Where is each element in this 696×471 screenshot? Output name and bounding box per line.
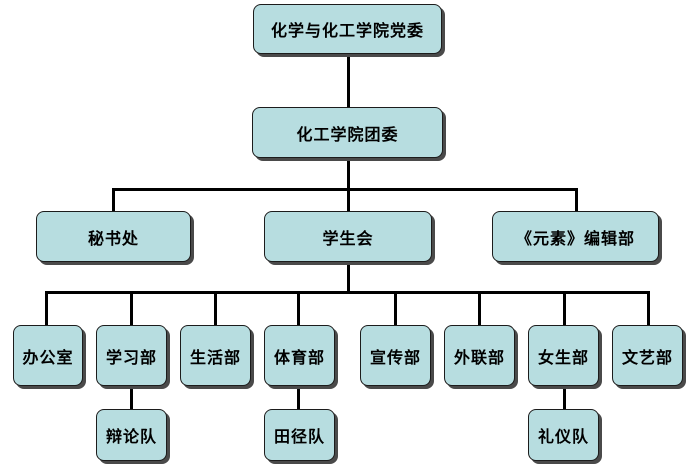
connector-level3-bar <box>112 188 577 191</box>
connector-union-down <box>347 262 350 292</box>
connector-dept-5 <box>394 291 397 326</box>
connector-secretariat <box>112 188 115 212</box>
node-dept-office: 办公室 <box>13 325 83 386</box>
connector-department-bar <box>45 291 650 294</box>
node-dept-study: 学习部 <box>96 325 167 386</box>
connector-dept-2 <box>130 291 133 326</box>
node-dept-sports: 体育部 <box>264 325 335 386</box>
node-youth-league-committee: 化工学院团委 <box>252 107 443 158</box>
node-student-union: 学生会 <box>264 211 432 262</box>
connector-dept-7 <box>563 291 566 326</box>
node-dept-publicity: 宣传部 <box>360 325 431 386</box>
connector-committee-down <box>347 158 350 189</box>
node-track-team: 田径队 <box>264 409 335 461</box>
connector-dept-6 <box>478 291 481 326</box>
node-editorial-dept: 《元素》编辑部 <box>492 211 659 262</box>
node-dept-arts: 文艺部 <box>612 325 683 386</box>
connector-dept-1 <box>45 291 48 326</box>
node-debate-team: 辩论队 <box>96 409 167 461</box>
connector-study-to-debate <box>130 386 133 410</box>
connector-sports-to-track <box>297 386 300 410</box>
connector-root-to-committee <box>347 53 350 108</box>
connector-dept-8 <box>647 291 650 326</box>
node-secretariat: 秘书处 <box>36 211 191 262</box>
connector-editorial <box>575 188 578 212</box>
node-dept-life: 生活部 <box>180 325 251 386</box>
node-dept-external: 外联部 <box>444 325 515 386</box>
node-party-committee: 化学与化工学院党委 <box>253 4 442 54</box>
connector-girls-to-etiquette <box>563 386 566 410</box>
connector-dept-3 <box>214 291 217 326</box>
node-etiquette-team: 礼仪队 <box>528 409 599 461</box>
node-dept-girls: 女生部 <box>528 325 599 386</box>
connector-dept-4 <box>297 291 300 326</box>
connector-union <box>347 188 350 212</box>
